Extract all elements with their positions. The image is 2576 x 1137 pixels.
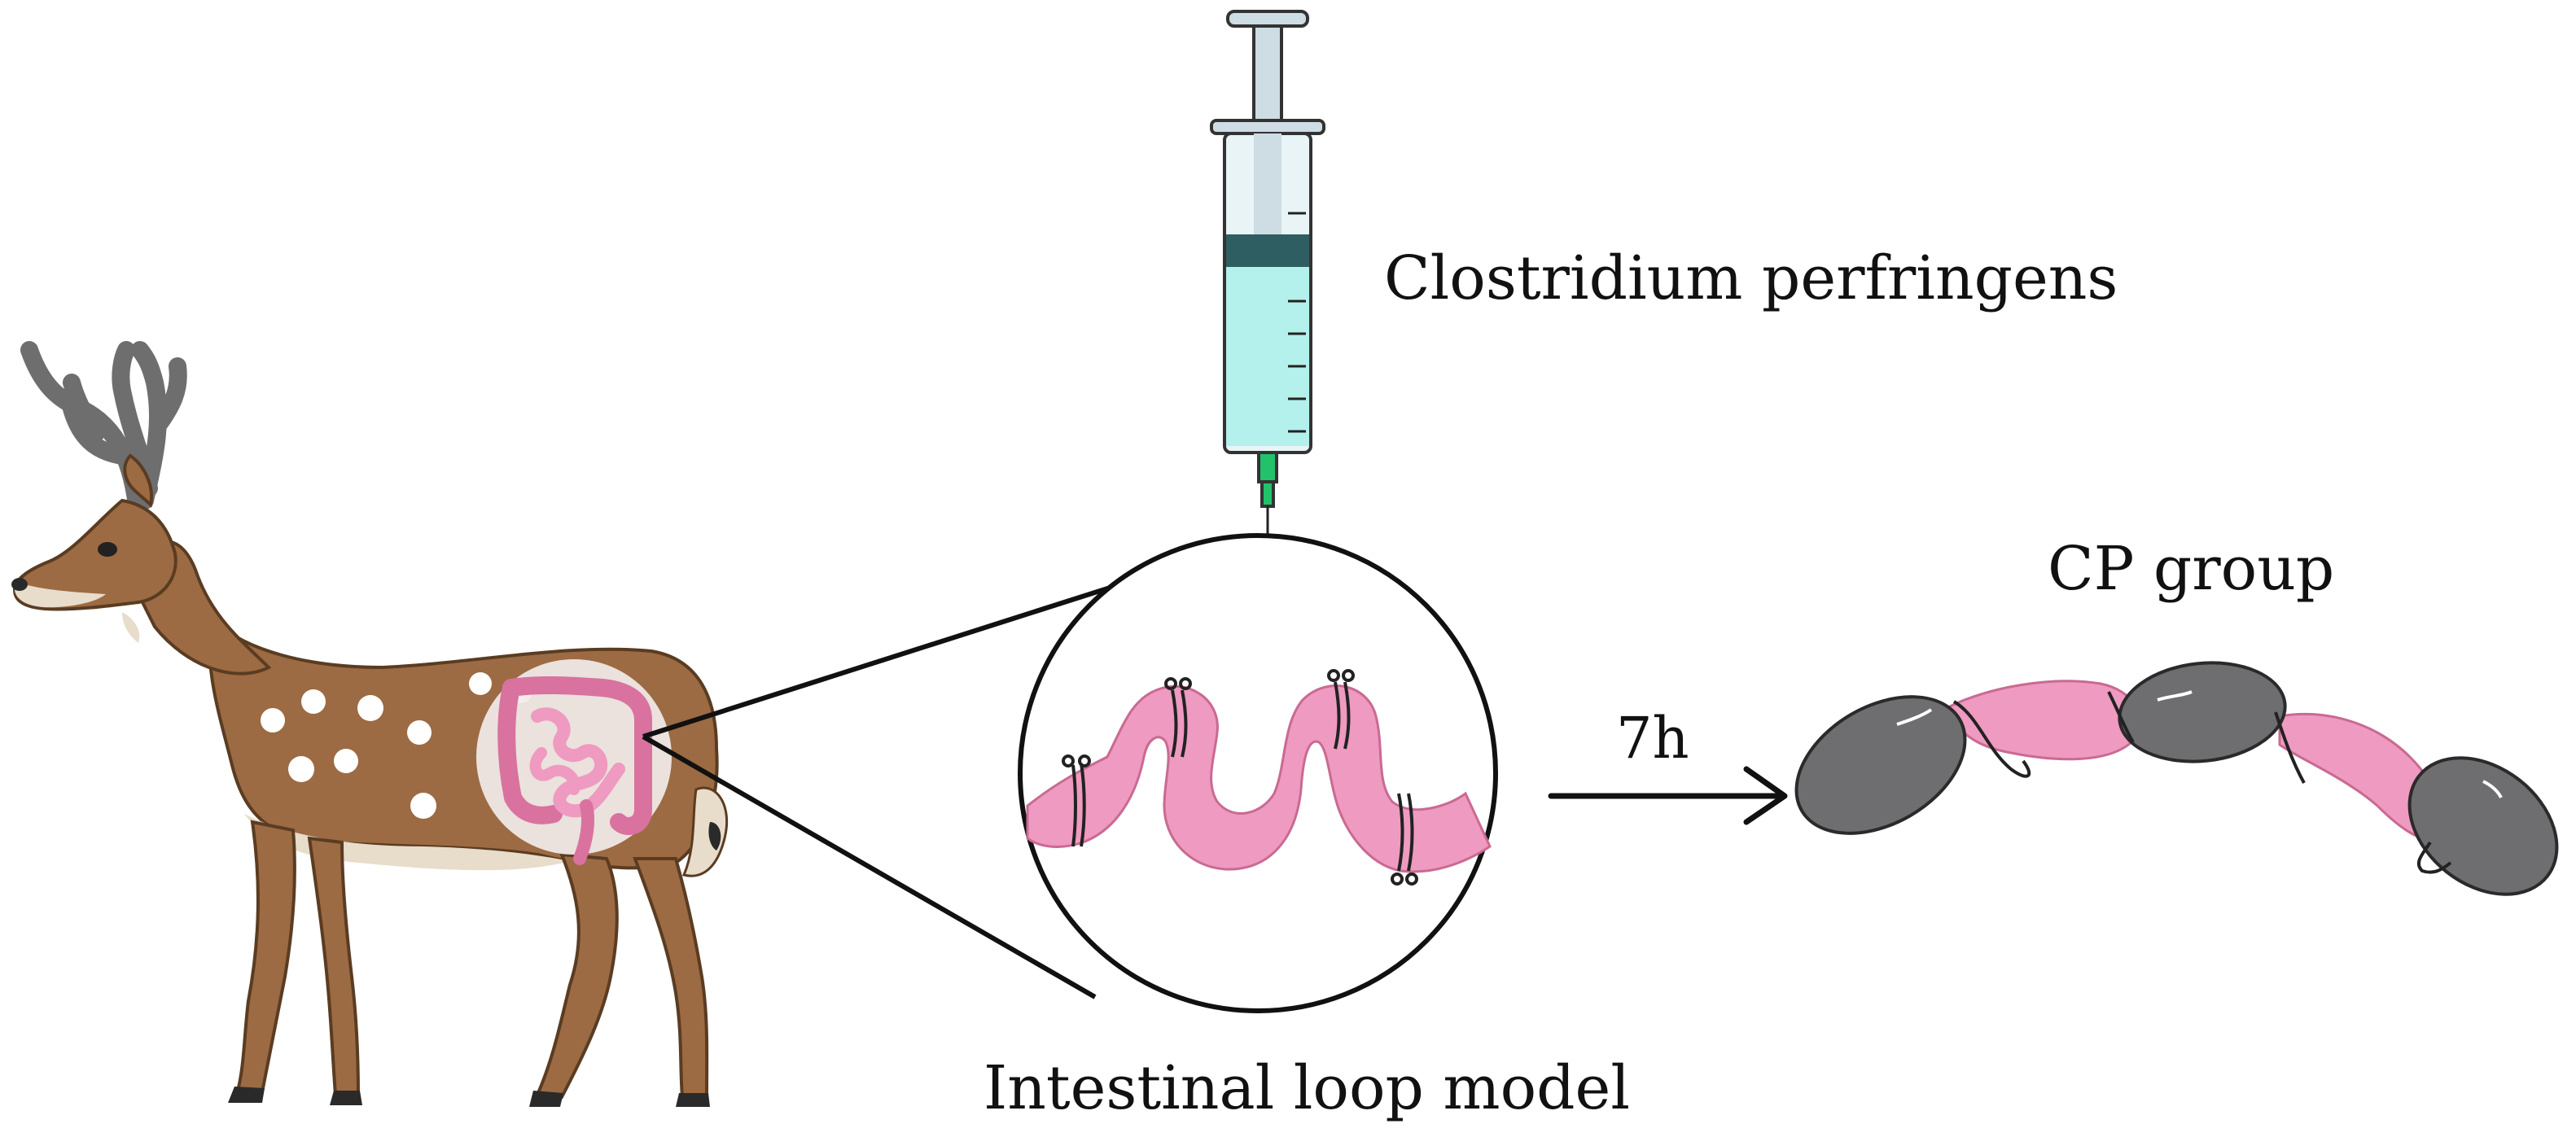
plunger-inner-rod-shape [1254, 133, 1281, 234]
barrel-flange-shape [1210, 119, 1325, 135]
result-ligature-shape [1952, 691, 2452, 874]
model-label: Intestinal loop model [984, 1053, 1630, 1123]
deer-eye-shape [98, 542, 117, 557]
intestine-icon [497, 676, 652, 865]
result-highlight-shape [1896, 690, 2503, 798]
syringe-fluid-shape [1226, 267, 1309, 446]
loop-circle-shape [1018, 533, 1498, 1013]
arrow-icon [1548, 766, 1788, 825]
result-blob-shape [1794, 661, 2559, 896]
plunger-seal-shape [1226, 234, 1309, 267]
deer-tail-shape [681, 786, 729, 877]
deer-nose-shape [11, 578, 28, 591]
deer-throat-shape [122, 612, 140, 643]
deer-tail-tip-shape [708, 822, 721, 851]
needle-base-shape [1260, 480, 1275, 508]
deer-icon [11, 341, 729, 1107]
antler-shape [20, 341, 187, 514]
pathogen-label: Clostridium perfringens [1384, 243, 2118, 313]
loop-intestine-shape [1026, 684, 1492, 873]
result-segment-shape [1948, 680, 2141, 761]
deer-muzzle-shape [15, 584, 106, 608]
loop-ligature-shape [1062, 669, 1418, 886]
plunger-rod-shape [1252, 24, 1283, 124]
syringe-icon [1210, 10, 1325, 814]
deer-ear-shape [123, 453, 153, 508]
deer-spots-shape [261, 672, 532, 819]
deer-hooves-shape [228, 1087, 710, 1107]
needle-hub-shape [1257, 451, 1278, 483]
deer-head-shape [12, 498, 177, 611]
barrel-ticks-shape [1288, 212, 1306, 433]
cp-group-result [1794, 661, 2559, 896]
plunger-cap-shape [1226, 10, 1309, 28]
incubation-time-label: 7h [1616, 705, 1689, 772]
intestinal-loop-model [1018, 533, 1498, 1013]
group-label: CP group [2048, 534, 2335, 604]
